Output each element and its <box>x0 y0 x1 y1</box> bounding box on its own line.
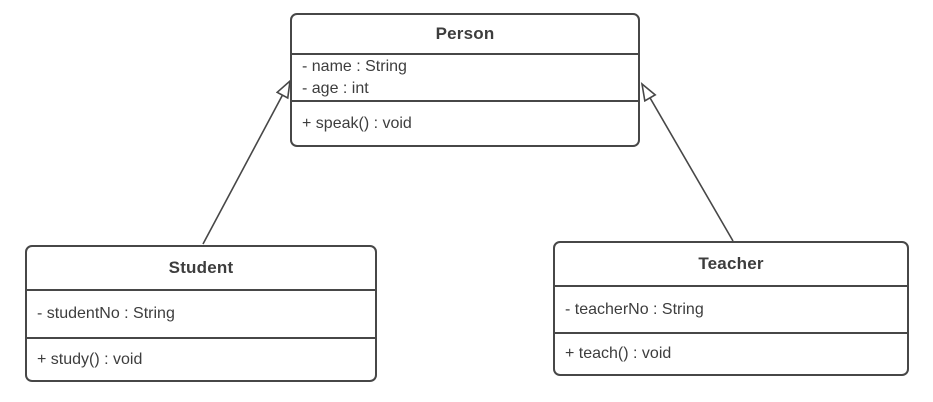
method-row: + teach() : void <box>565 345 672 362</box>
class-methods-person: + speak() : void <box>292 100 638 145</box>
class-title-student: Student <box>168 258 234 277</box>
attribute-row: - name : String <box>302 57 407 75</box>
generalization-line-teacher-to-person <box>642 84 734 242</box>
generalization-line-student-to-person <box>202 81 290 245</box>
class-attributes-teacher: - teacherNo : String <box>555 285 907 332</box>
class-methods-teacher: + teach() : void <box>555 332 907 374</box>
class-box-person: Person - name : String - age : int + spe… <box>290 13 640 147</box>
method-row: + study() : void <box>37 350 143 368</box>
attribute-row: - age : int <box>302 79 369 97</box>
attribute-row: - studentNo : String <box>37 305 175 322</box>
attribute-row: - teacherNo : String <box>565 300 704 318</box>
class-box-teacher: Teacher - teacherNo : String + teach() :… <box>553 241 909 376</box>
class-methods-student: + study() : void <box>27 337 375 380</box>
class-box-student: Student - studentNo : String + study() :… <box>25 245 377 382</box>
class-title-teacher: Teacher <box>698 254 764 273</box>
class-attributes-person: - name : String - age : int <box>292 53 638 100</box>
class-attributes-student: - studentNo : String <box>27 289 375 337</box>
class-title-person: Person <box>435 24 495 43</box>
method-row: + speak() : void <box>302 114 412 132</box>
